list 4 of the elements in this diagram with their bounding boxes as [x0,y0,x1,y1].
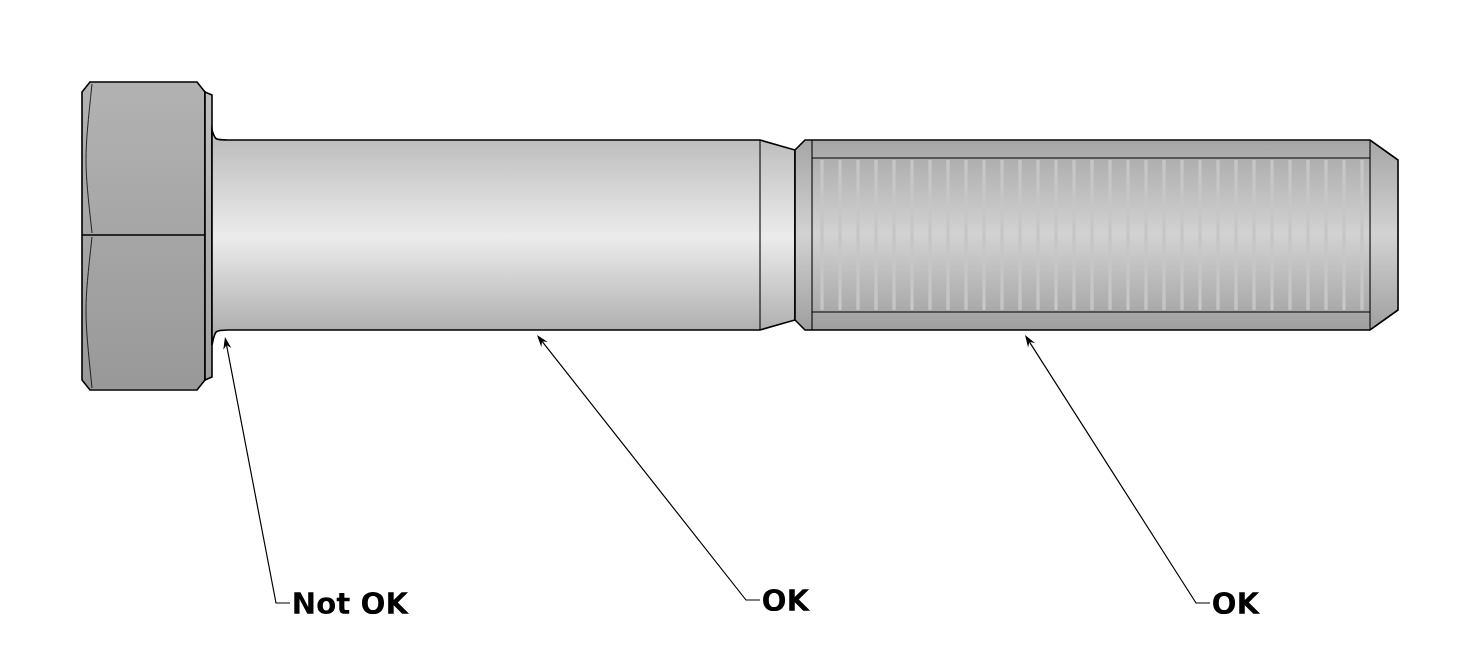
callout-label: OK [763,588,811,612]
leader-line [537,335,761,601]
callout-label: OK [1213,591,1261,615]
callout-label: Not OK [294,591,410,615]
